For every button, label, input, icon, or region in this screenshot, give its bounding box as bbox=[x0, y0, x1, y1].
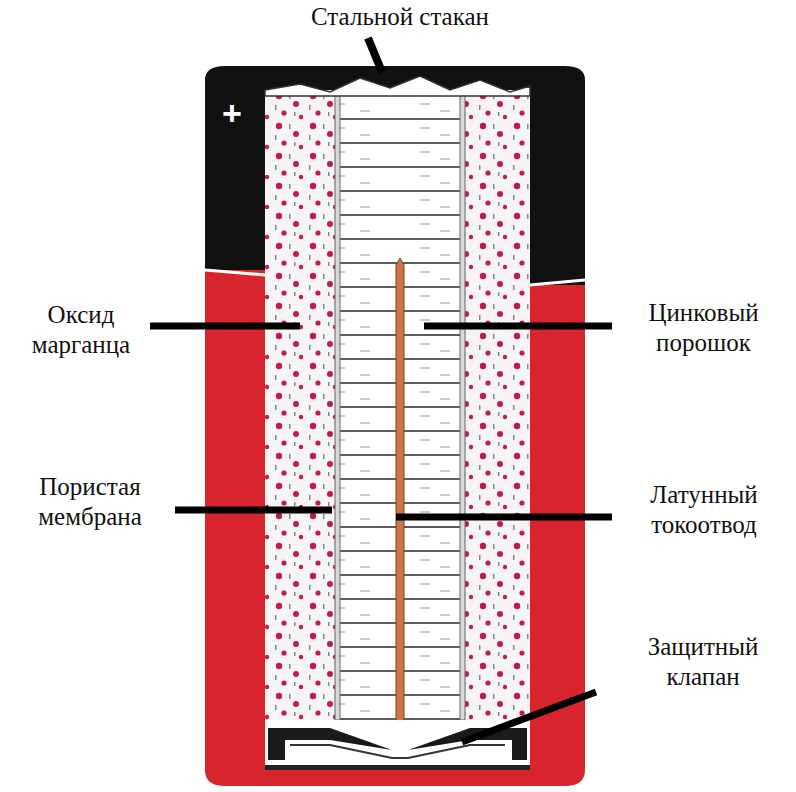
battery-shell bbox=[205, 66, 585, 786]
part-label: Пористая мембрана bbox=[6, 472, 174, 532]
polarity-sign: + bbox=[222, 96, 262, 130]
part-label: Стальной стакан bbox=[250, 2, 550, 32]
part-label: Цинковый порошок bbox=[616, 298, 791, 358]
part-label: Латунный токоотвод bbox=[616, 480, 792, 540]
part-label: Защитный клапан bbox=[618, 632, 788, 692]
leader-lines bbox=[150, 38, 612, 742]
part-label: Оксид марганца bbox=[6, 300, 156, 360]
